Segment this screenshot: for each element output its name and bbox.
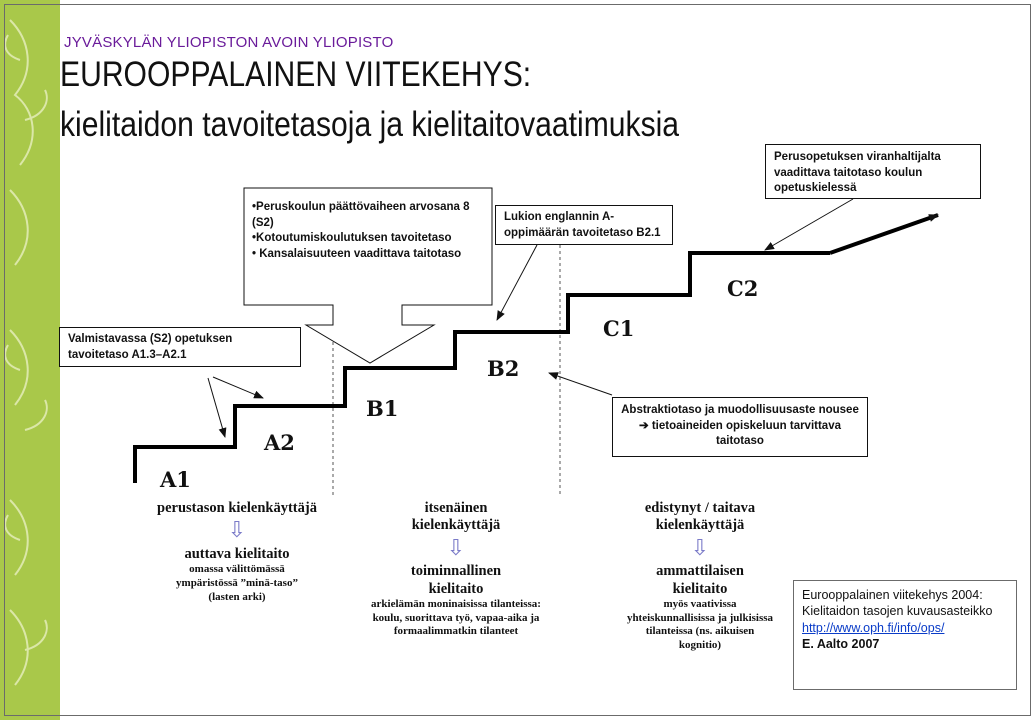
reference-link[interactable]: http://www.oph.fi/info/ops/: [802, 620, 945, 635]
callout-valmistava-text: Valmistavassa (S2) opetuksen tavoitetaso…: [68, 333, 233, 361]
callout-abstrakti-text: Abstraktiotaso ja muodollisuusaste nouse…: [621, 404, 859, 416]
callout-valmistava: Valmistavassa (S2) opetuksen tavoitetaso…: [59, 327, 301, 367]
pointer-abstrakti: [548, 372, 613, 396]
reference-title: Eurooppalainen viitekehys 2004:: [802, 588, 983, 602]
level-label-b1: B1: [366, 396, 399, 421]
column-title: itsenäinen kielenkäyttäjä: [411, 500, 501, 534]
pointer-valmistava-1: [212, 376, 264, 399]
reference-box: Eurooppalainen viitekehys 2004: Kielitai…: [793, 580, 1017, 690]
callout-b1-item: •Peruskoulun päättövaiheen arvosana 8 (S…: [252, 201, 470, 229]
right-arrow-icon: ➔: [639, 419, 649, 432]
level-label-a1: A1: [160, 467, 191, 492]
callout-abstrakti-text-2: tietoaineiden opiskeluun tarvittava tait…: [651, 419, 841, 448]
column-title: perustason kielenkäyttäjä: [157, 500, 317, 516]
staircase-arrow: [829, 213, 939, 255]
column-description: arkielämän moninaisissa tilanteissa: kou…: [371, 597, 541, 638]
callout-perusopetus-text: Perusopetuksen viranhaltijalta vaadittav…: [774, 151, 941, 195]
down-arrow-icon: ⇩: [690, 535, 710, 561]
callout-perusopetus: Perusopetuksen viranhaltijalta vaadittav…: [765, 144, 981, 199]
column-description: omassa välittömässä ympäristössä ”minä-t…: [176, 563, 298, 603]
pointer-valmistava-2: [207, 377, 227, 438]
university-name: JYVÄSKYLÄN YLIOPISTON AVOIN YLIOPISTO: [64, 34, 394, 51]
callout-abstrakti: Abstraktiotaso ja muodollisuusaste nouse…: [612, 397, 868, 457]
pointer-perusopetus: [764, 198, 854, 251]
slide-title: EUROOPPALAINEN VIITEKEHYS:: [60, 55, 532, 94]
level-label-c2: C2: [727, 276, 759, 301]
pointer-lukio: [496, 244, 538, 321]
callout-b1-targets: •Peruskoulun päättövaiheen arvosana 8 (S…: [246, 196, 490, 302]
reference-author: E. Aalto 2007: [802, 636, 880, 651]
column-title: edistynyt / taitava kielenkäyttäjä: [644, 500, 756, 534]
column-description: myös vaativissa yhteiskunnallisissa ja j…: [626, 597, 774, 652]
callout-b1-item: • Kansalaisuuteen vaadittava taitotaso: [252, 247, 462, 260]
level-label-c1: C1: [603, 316, 635, 341]
callout-lukio-text: Lukion englannin A-oppimäärän tavoitetas…: [504, 211, 661, 239]
callout-b1-item: •Kotoutumiskoulutuksen tavoitetaso: [252, 232, 452, 245]
column-subtitle: toiminnallinen kielitaito: [410, 563, 502, 597]
column-subtitle: auttava kielitaito: [184, 545, 290, 562]
column-subtitle: ammattilaisen kielitaito: [656, 563, 744, 597]
plant-motif: [4, 19, 48, 686]
down-arrow-icon: ⇩: [227, 518, 247, 544]
decorative-sidebar: [0, 0, 60, 720]
level-label-a2: A2: [264, 430, 295, 455]
callout-lukio: Lukion englannin A-oppimäärän tavoitetas…: [495, 205, 673, 245]
b1-callout-shape: [243, 187, 493, 364]
level-staircase: [133, 251, 830, 483]
column-independent-user: itsenäinen kielenkäyttäjä ⇩ toiminnallin…: [356, 500, 556, 639]
column-proficient-user: edistynyt / taitava kielenkäyttäjä ⇩ amm…: [600, 500, 800, 653]
level-label-b2: B2: [487, 356, 520, 381]
down-arrow-icon: ⇩: [446, 535, 466, 561]
reference-subtitle: Kielitaidon tasojen kuvausasteikko: [802, 604, 993, 619]
slide-subtitle: kielitaidon tavoitetasoja ja kielitaitov…: [60, 105, 680, 144]
column-basic-user: perustason kielenkäyttäjä ⇩ auttava kiel…: [137, 500, 337, 604]
